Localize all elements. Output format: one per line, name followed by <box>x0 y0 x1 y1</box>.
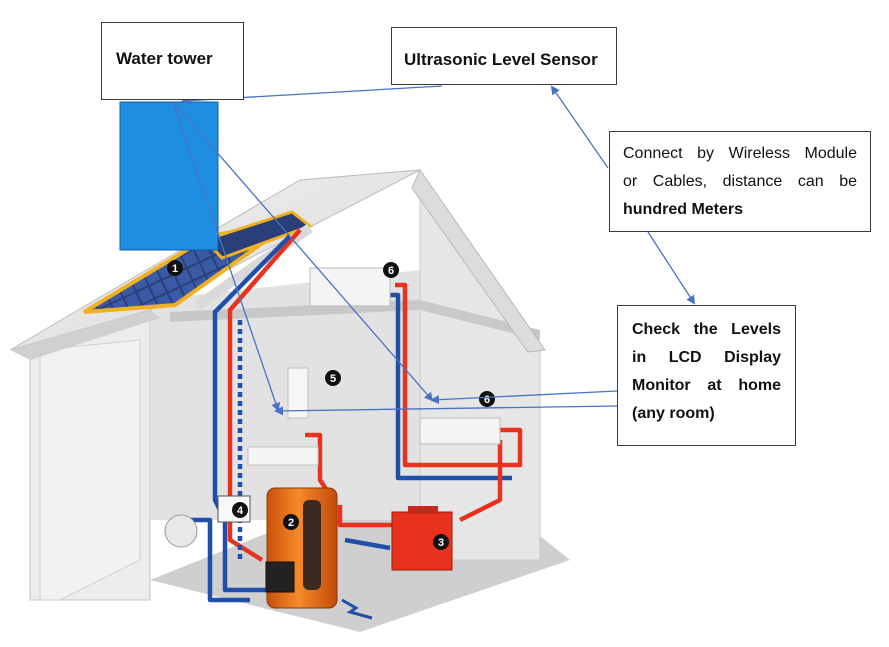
wireless-line-3: hundred Meters <box>623 201 744 218</box>
marker-group: 1 2 3 4 5 6 6 <box>167 260 495 550</box>
boiler-top <box>408 506 438 514</box>
marker-2: 2 <box>283 514 299 530</box>
svg-text:1: 1 <box>172 263 178 275</box>
marker-3: 3 <box>433 534 449 550</box>
water-tower-tank <box>119 101 219 251</box>
arrow-wireless-to-sensor <box>550 85 609 169</box>
sensor-callout: Ultrasonic Level Sensor <box>391 27 617 85</box>
wireless-line-1: Connect by Wireless Module <box>623 145 857 162</box>
svg-text:4: 4 <box>237 505 244 517</box>
svg-text:2: 2 <box>288 517 294 529</box>
svg-text:6: 6 <box>388 265 394 277</box>
lcd-callout: Check the Levels in LCD Display Monitor … <box>617 305 796 446</box>
wireless-line-2: or Cables, distance can be <box>623 173 857 190</box>
sensor-label: Ultrasonic Level Sensor <box>404 50 598 69</box>
marker-6-lower: 6 <box>479 391 495 407</box>
arrow-wireless-to-lcd <box>647 231 696 305</box>
water-tower-callout: Water tower <box>101 22 244 100</box>
roof-front-edge <box>10 310 160 360</box>
marker-4: 4 <box>232 502 248 518</box>
lcd-line-1: Check the Levels <box>632 321 781 338</box>
bathtub <box>247 446 319 466</box>
roof-right <box>411 168 546 353</box>
arrow-lcd-to-room-lower <box>274 405 618 416</box>
upper-floor <box>170 300 540 340</box>
svg-text:5: 5 <box>330 373 336 385</box>
water-inlet-symbol <box>341 598 373 620</box>
solar-panel-upper <box>202 210 314 260</box>
tank-coil <box>303 500 321 590</box>
sink-fixture <box>287 367 309 419</box>
right-wall <box>419 168 541 561</box>
arrow-tower-to-room-right <box>174 103 434 402</box>
lcd-line-4: (any room) <box>632 405 715 422</box>
wireless-callout: Connect by Wireless Module or Cables, di… <box>609 131 871 232</box>
lcd-line-3: Monitor at home <box>632 377 781 394</box>
arrow-lcd-to-room-upper <box>430 390 618 405</box>
marker-1: 1 <box>167 260 183 276</box>
marker-5: 5 <box>325 370 341 386</box>
pump-unit <box>265 561 295 593</box>
expansion-vessel <box>164 514 198 548</box>
arrow-tower-to-room-left <box>173 103 281 412</box>
radiator-lower <box>419 417 501 445</box>
front-left-wall <box>39 339 141 601</box>
svg-text:3: 3 <box>438 537 444 549</box>
water-tower-label: Water tower <box>116 49 213 68</box>
svg-text:6: 6 <box>484 394 490 406</box>
lcd-line-2: in LCD Display <box>632 349 781 366</box>
marker-6-upper: 6 <box>383 262 399 278</box>
